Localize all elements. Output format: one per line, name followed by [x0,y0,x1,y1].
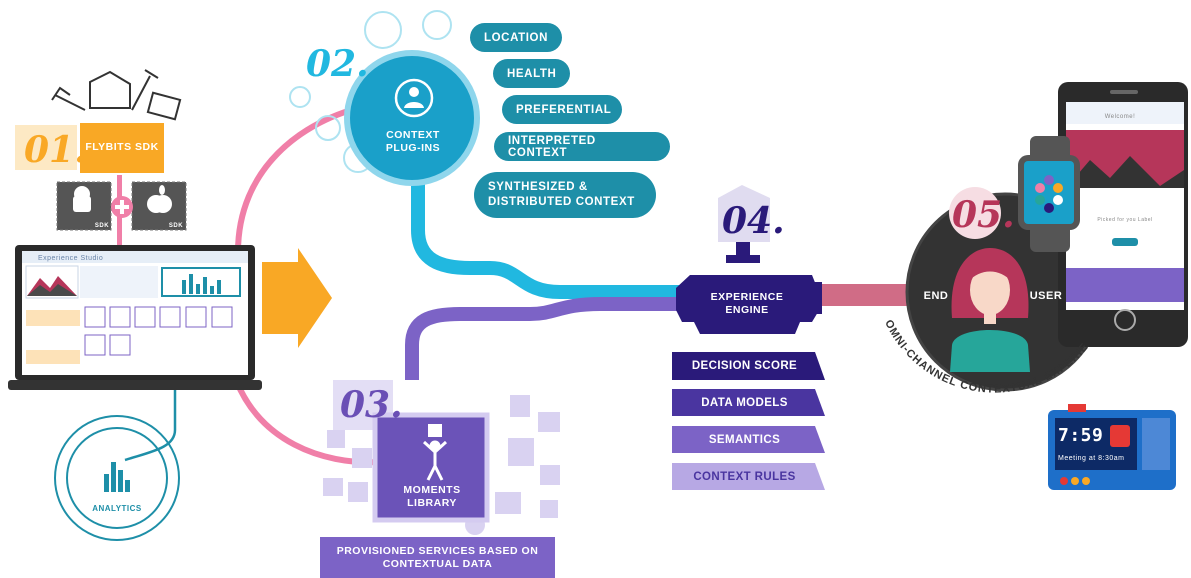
plugin-preferential: PREFERENTIAL [502,95,622,124]
flybits-sdk-label: FLYBITS SDK [85,141,159,153]
step-05-number: 05. [952,194,1015,236]
experience-engine-label: EXPERIENCE ENGINE [710,291,784,316]
plugin-icons [289,10,452,173]
avatar [950,248,1030,372]
user-label: USER [1029,290,1063,302]
alarm-note: Meeting at 8:30am [1058,455,1125,462]
tools-sketch [51,69,182,121]
phone-welcome: Welcome! [1104,114,1136,120]
moments-library-label: MOMENTS LIBRARY [403,484,461,509]
plugin-interpreted-context: INTERPRETED CONTEXT [494,132,670,161]
output-semantics: SEMANTICS [708,434,781,446]
experience-engine-body [676,275,818,334]
data-models-tag-bg [672,389,825,416]
laptop-base [8,380,262,390]
android-sdk-label: SDK [94,223,110,229]
step-03-number: 03. [340,384,403,426]
flybits-sdk-box [80,123,164,173]
person-lifting-icon [422,440,448,481]
step-04-number: 04. [722,200,785,242]
analytics-label: ANALYTICS [92,504,142,513]
purple-pipe [405,297,700,380]
step-01-number: 01. [24,129,87,171]
output-decision-score: DECISION SCORE [691,360,798,372]
pink-connector-top [235,102,371,253]
moments-footer-bg [320,537,555,578]
output-context-rules: CONTEXT RULES [693,471,796,483]
apple-sdk-label: SDK [168,223,184,229]
analytics-circle [66,427,168,529]
alarm-time: 7:59 [1058,425,1104,446]
apple-icon [147,185,172,213]
context-plugins-circle [344,50,480,186]
plugin-health: HEALTH [493,59,570,88]
context-plugins-label: CONTEXT PLUG-INS [385,129,441,154]
analytics-icon [104,462,130,492]
plugin-location: LOCATION [470,23,562,52]
watch-apps-icon [1035,175,1063,213]
cyan-pipe [411,180,700,299]
moments-footer: PROVISIONED SERVICES BASED ON CONTEXTUAL… [336,545,539,570]
semantics-tag-bg [672,426,825,453]
output-data-models: DATA MODELS [701,397,788,409]
step-04-badge [718,185,770,242]
bar-chart-icon [182,274,221,294]
context-rules-tag-bg [672,463,825,490]
plugin-synthesized-context: SYNTHESIZED & DISTRIBUTED CONTEXT [474,172,656,218]
step-02-number: 02. [306,43,369,85]
teal-line-laptop [124,388,177,462]
phone-picked: Picked for you Label [1097,217,1153,223]
analytics-ring-outer [54,415,180,541]
decision-score-tag-bg [672,352,825,380]
android-icon [73,186,91,212]
orange-arrow [262,248,332,348]
user-icon [394,78,434,118]
laptop-app-title: Experience Studio [38,255,104,262]
step-01-badge [15,125,77,170]
end-label: END [923,290,949,302]
